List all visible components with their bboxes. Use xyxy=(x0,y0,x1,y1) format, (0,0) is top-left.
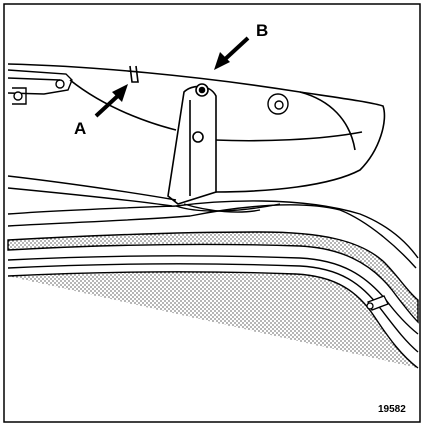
seal-clip xyxy=(366,295,389,311)
panel-fastener xyxy=(267,93,289,115)
arrow-a xyxy=(94,84,128,118)
reference-number: 19582 xyxy=(378,404,406,415)
hinge-bracket xyxy=(167,83,217,205)
door-seal xyxy=(7,231,419,369)
arrow-b xyxy=(214,36,250,70)
label-a: A xyxy=(74,119,86,138)
label-b: B xyxy=(256,21,268,40)
trim-panel xyxy=(7,63,386,193)
figure-border xyxy=(3,3,421,423)
hinge-arm xyxy=(7,69,73,105)
body-contour xyxy=(7,175,419,269)
